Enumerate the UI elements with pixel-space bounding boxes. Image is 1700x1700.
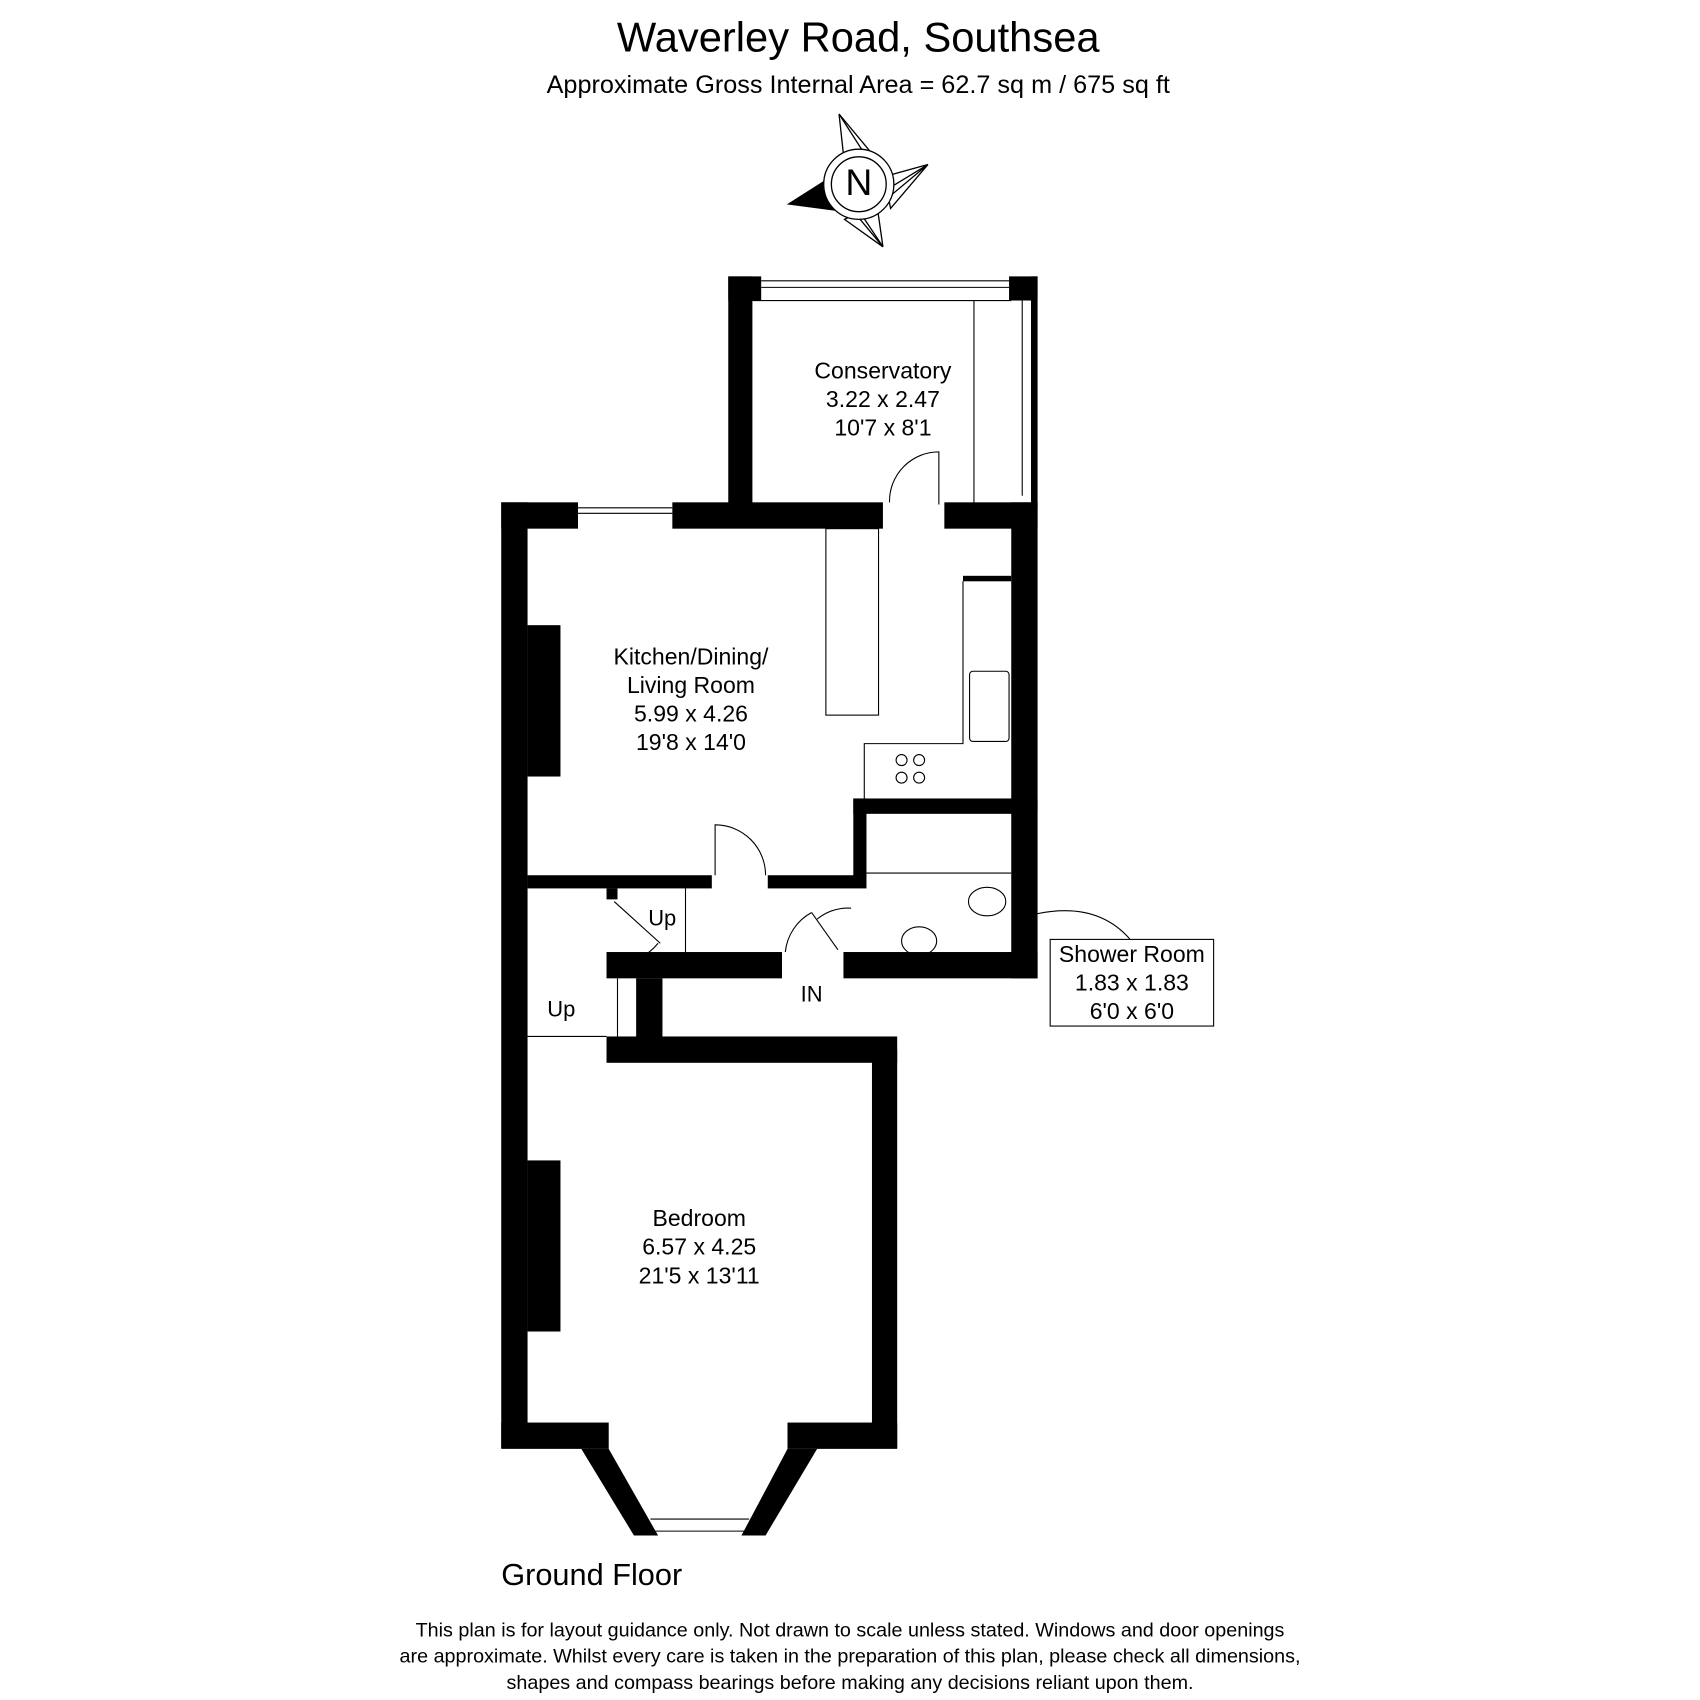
room-name: Kitchen/Dining/ — [613, 644, 769, 671]
room-name: Bedroom — [652, 1206, 746, 1232]
room-metric: 6.57 x 4.25 — [642, 1234, 757, 1261]
disclaimer-line: shapes and compass bearings before makin… — [506, 1671, 1194, 1694]
disclaimer-line: are approximate. Whilst every care is ta… — [399, 1645, 1301, 1668]
room-label-conservatory: Conservatory 3.22 x 2.47 10'7 x 8'1 — [790, 358, 976, 444]
gross-area-subtitle: Approximate Gross Internal Area = 62.7 s… — [546, 70, 1170, 99]
stairs-up-label: Up — [648, 907, 677, 932]
disclaimer-line: This plan is for layout guidance only. N… — [415, 1618, 1285, 1641]
entrance-label: IN — [800, 982, 823, 1007]
room-name: Shower Room — [1058, 942, 1205, 968]
room-label-shower-room: Shower Room 1.83 x 1.83 6'0 x 6'0 — [1049, 938, 1215, 1027]
room-imperial: 6'0 x 6'0 — [1089, 999, 1175, 1025]
room-metric: 5.99 x 4.26 — [633, 701, 748, 728]
room-imperial: 19'8 x 14'0 — [635, 730, 746, 756]
disclaimer: This plan is for layout guidance only. N… — [0, 1617, 1700, 1696]
floor-label: Ground Floor — [501, 1557, 683, 1592]
room-name: Conservatory — [814, 358, 952, 384]
room-metric: 3.22 x 2.47 — [825, 387, 940, 413]
page-title: Waverley Road, Southsea — [616, 15, 1100, 62]
room-imperial: 10'7 x 8'1 — [834, 415, 932, 441]
room-name-line2: Living Room — [626, 673, 755, 699]
room-label-kitchen: Kitchen/Dining/ Living Room 5.99 x 4.26 … — [581, 644, 800, 758]
room-imperial: 21'5 x 13'11 — [638, 1263, 760, 1289]
stairs-up-label: Up — [547, 998, 576, 1023]
room-label-bedroom: Bedroom 6.57 x 4.25 21'5 x 13'11 — [603, 1205, 795, 1291]
compass-north-label: N — [845, 162, 873, 205]
room-metric: 1.83 x 1.83 — [1074, 970, 1189, 996]
